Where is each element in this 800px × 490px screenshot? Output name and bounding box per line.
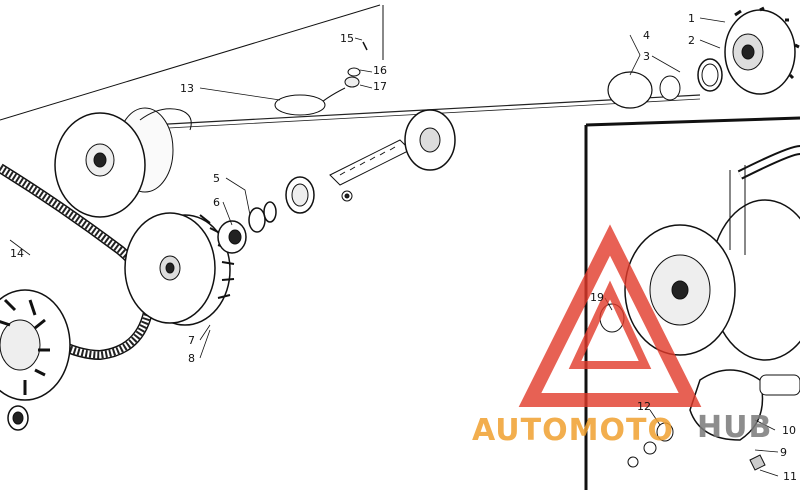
callout-15: 15 bbox=[340, 32, 354, 45]
callout-5: 5 bbox=[213, 172, 220, 185]
callout-17: 17 bbox=[373, 80, 387, 93]
callout-14: 14 bbox=[10, 247, 24, 260]
callout-2: 2 bbox=[688, 34, 695, 47]
pin-15-16-17 bbox=[274, 41, 368, 116]
callout-1: 1 bbox=[688, 12, 695, 25]
ring-5 bbox=[248, 201, 277, 233]
watermark-text-hub: HUB bbox=[697, 410, 772, 445]
callout-4: 4 bbox=[643, 29, 650, 42]
bearing-left bbox=[7, 405, 29, 431]
callout-12: 12 bbox=[637, 400, 651, 413]
clutch-cage-left bbox=[0, 289, 71, 401]
leader-lines bbox=[9, 17, 779, 477]
callout-labels: 1 2 3 4 5 6 7 8 9 10 11 12 13 14 15 16 1… bbox=[10, 12, 797, 483]
callout-10: 10 bbox=[782, 424, 796, 437]
watermark-text-main: AUTOMOTO bbox=[472, 413, 674, 448]
callout-9: 9 bbox=[780, 446, 787, 459]
callout-6: 6 bbox=[213, 196, 220, 209]
watermark-logo bbox=[518, 224, 702, 407]
frame-lines bbox=[0, 4, 800, 490]
callout-11: 11 bbox=[783, 470, 797, 483]
bearing-6 bbox=[217, 220, 247, 254]
washer-small bbox=[341, 190, 353, 202]
callout-8: 8 bbox=[188, 352, 195, 365]
top-right-assembly bbox=[607, 6, 800, 109]
sheave-7 bbox=[124, 212, 235, 326]
callout-7: 7 bbox=[188, 334, 195, 347]
primary-clutch-assembly bbox=[54, 107, 192, 218]
splined-shaft bbox=[329, 109, 456, 186]
roller-bearing bbox=[285, 176, 315, 214]
watermark-triangle bbox=[518, 224, 702, 407]
inset-clutch bbox=[599, 145, 800, 471]
callout-19: 19 bbox=[590, 291, 604, 304]
callout-16: 16 bbox=[373, 64, 387, 77]
callout-13: 13 bbox=[180, 82, 194, 95]
callout-3: 3 bbox=[643, 50, 650, 63]
